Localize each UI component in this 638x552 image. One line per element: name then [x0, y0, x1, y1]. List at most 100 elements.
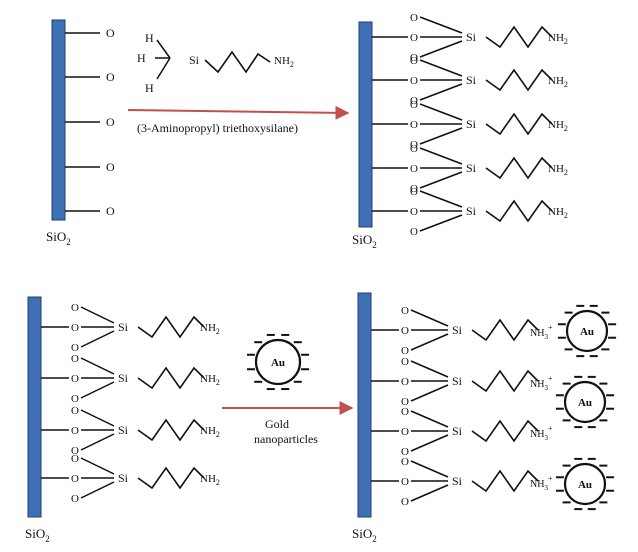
oxygen-atom: O — [71, 373, 79, 385]
oxygen-atom: O — [71, 453, 79, 465]
silicon-atom: Si — [466, 73, 477, 87]
oxygen-atom: O — [106, 115, 115, 129]
amine-group: NH2 — [200, 322, 220, 336]
silica-label: SiO2 — [352, 526, 377, 544]
gold-nanoparticle: Au — [555, 375, 615, 429]
silicon-atom: Si — [452, 374, 463, 388]
gold-symbol: Au — [578, 479, 592, 491]
silicon-atom: Si — [452, 424, 463, 438]
oxygen-atom: O — [410, 186, 418, 198]
oxygen-atom: O — [401, 426, 409, 438]
gold-nanoparticle: Au — [557, 304, 617, 358]
oxygen-atom: O — [401, 356, 409, 368]
oxygen-atom: O — [401, 325, 409, 337]
oxygen-atom: O — [410, 119, 418, 131]
oxygen-atom: O — [401, 345, 409, 357]
oxygen-atom: O — [106, 70, 115, 84]
silicon-atom: Si — [118, 371, 129, 385]
amine-group: NH2 — [548, 75, 568, 89]
hydrogen-atom: H — [145, 31, 154, 45]
oxygen-atom: O — [401, 376, 409, 388]
oxygen-atom: O — [410, 12, 418, 24]
oxygen-atom: O — [71, 353, 79, 365]
oxygen-atom: O — [401, 456, 409, 468]
oxygen-atom: O — [410, 75, 418, 87]
oxygen-atom: O — [71, 322, 79, 334]
amine-group: NH2 — [200, 473, 220, 487]
oxygen-atom: O — [401, 446, 409, 458]
amine-group: NH2 — [200, 425, 220, 439]
silicon-atom: Si — [466, 117, 477, 131]
oxygen-atom: O — [401, 305, 409, 317]
oxygen-atom: O — [410, 206, 418, 218]
oxygen-atom: O — [71, 405, 79, 417]
oxygen-atom: O — [71, 445, 79, 457]
reagent-molecule: H H H Si NH2 — [137, 31, 294, 95]
gold-symbol: Au — [580, 326, 594, 338]
silica-substrate — [357, 292, 372, 518]
silicon-atom: Si — [118, 423, 129, 437]
oxygen-atom: O — [401, 396, 409, 408]
silicon-atom: Si — [466, 30, 477, 44]
silicon-atom: Si — [118, 471, 129, 485]
silicon-atom: Si — [118, 320, 129, 334]
silicon-atom: Si — [189, 53, 200, 67]
amine-group: NH2 — [274, 55, 294, 69]
silicon-atom: Si — [466, 161, 477, 175]
silica-substrate — [358, 21, 373, 228]
oxygen-atom: O — [401, 476, 409, 488]
oxygen-atom: O — [410, 139, 418, 151]
oxygen-atom: O — [410, 52, 418, 64]
ammonium-group: NH3+ — [530, 424, 553, 442]
silica-label: SiO2 — [352, 232, 377, 250]
amine-group: NH2 — [548, 32, 568, 46]
oxygen-atom: O — [106, 160, 115, 174]
ammonium-group: NH3+ — [530, 474, 553, 492]
oxygen-atom: O — [71, 342, 79, 354]
reaction-arrow-gold: Gold nanoparticles — [222, 401, 354, 446]
oxygen-atom: O — [410, 226, 418, 238]
reaction-arrow-silanization: (3-Aminopropyl) triethoxysilane) — [127, 105, 350, 135]
oxygen-atom: O — [71, 393, 79, 405]
oxygen-atom: O — [106, 204, 115, 218]
reagent-label: (3-Aminopropyl) triethoxysilane) — [137, 121, 298, 135]
amine-group: NH2 — [548, 163, 568, 177]
ammonium-group: NH3+ — [530, 323, 553, 341]
oxygen-atom: O — [71, 473, 79, 485]
amine-group: NH2 — [548, 119, 568, 133]
amine-group: NH2 — [548, 206, 568, 220]
gold-symbol: Au — [271, 357, 285, 369]
oxygen-atom: O — [71, 493, 79, 505]
oxygen-atom: O — [71, 425, 79, 437]
oxygen-atom: O — [410, 55, 418, 67]
silica-label: SiO2 — [25, 526, 50, 544]
oxygen-atom: O — [401, 406, 409, 418]
gold-label-line2: nanoparticles — [254, 432, 318, 446]
oxygen-atom: O — [410, 143, 418, 155]
oxygen-atom: O — [71, 302, 79, 314]
gold-nanoparticle-free: Au — [246, 333, 310, 391]
silicon-atom: Si — [466, 204, 477, 218]
silicon-atom: Si — [452, 323, 463, 337]
silica-label: SiO2 — [46, 229, 71, 247]
gold-nanoparticle: Au — [246, 333, 310, 391]
hydrogen-atom: H — [137, 51, 146, 65]
gold-symbol: Au — [578, 397, 592, 409]
oxygen-atom: O — [410, 163, 418, 175]
